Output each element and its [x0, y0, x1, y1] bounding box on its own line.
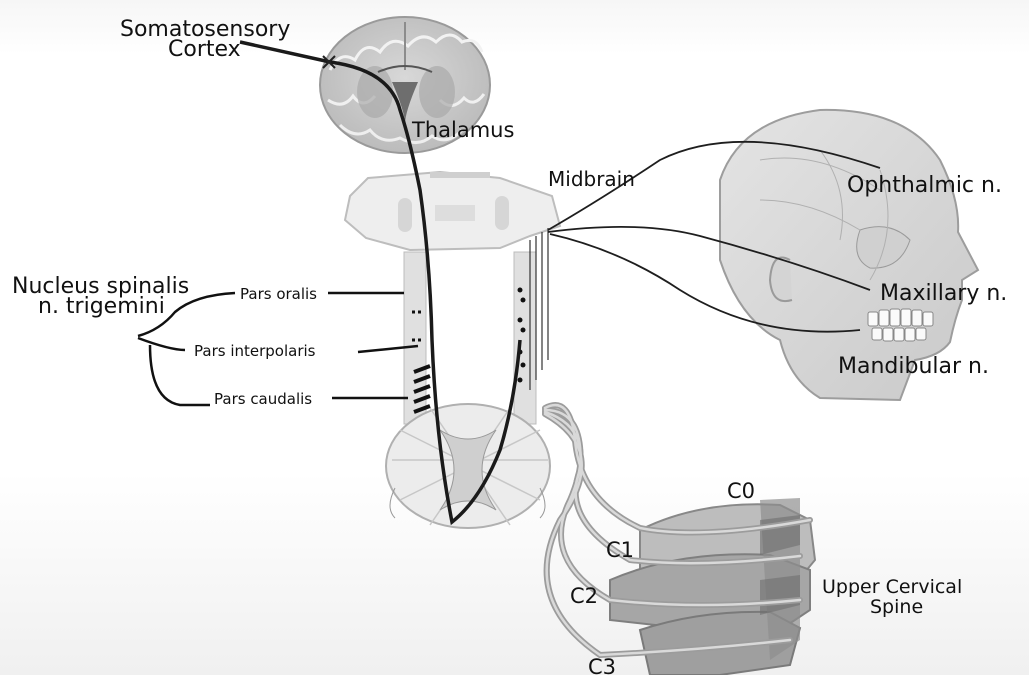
label-c0: C0	[727, 479, 755, 503]
label-maxillary: Maxillary n.	[880, 281, 1007, 306]
label-c1: C1	[606, 538, 634, 562]
label-pars-oralis: Pars oralis	[240, 285, 317, 303]
spinal-cord-section	[386, 404, 550, 528]
label-pars-caudalis: Pars caudalis	[214, 390, 312, 408]
label-midbrain: Midbrain	[548, 167, 635, 191]
label-pars-interpolaris: Pars interpolaris	[194, 342, 316, 360]
nucleus-columns	[404, 228, 548, 424]
label-thalamus: Thalamus	[411, 118, 514, 142]
brainstem-section	[345, 172, 560, 250]
label-upper-cervical: Upper Cervical	[822, 576, 962, 598]
label-c2: C2	[570, 584, 598, 608]
label-mandibular: Mandibular n.	[838, 354, 989, 379]
label-ophthalmic: Ophthalmic n.	[847, 173, 1002, 198]
label-cortex: Cortex	[168, 37, 241, 62]
label-n-trigemini: n. trigemini	[38, 294, 165, 319]
label-spine: Spine	[870, 596, 923, 618]
label-c3: C3	[588, 655, 616, 675]
